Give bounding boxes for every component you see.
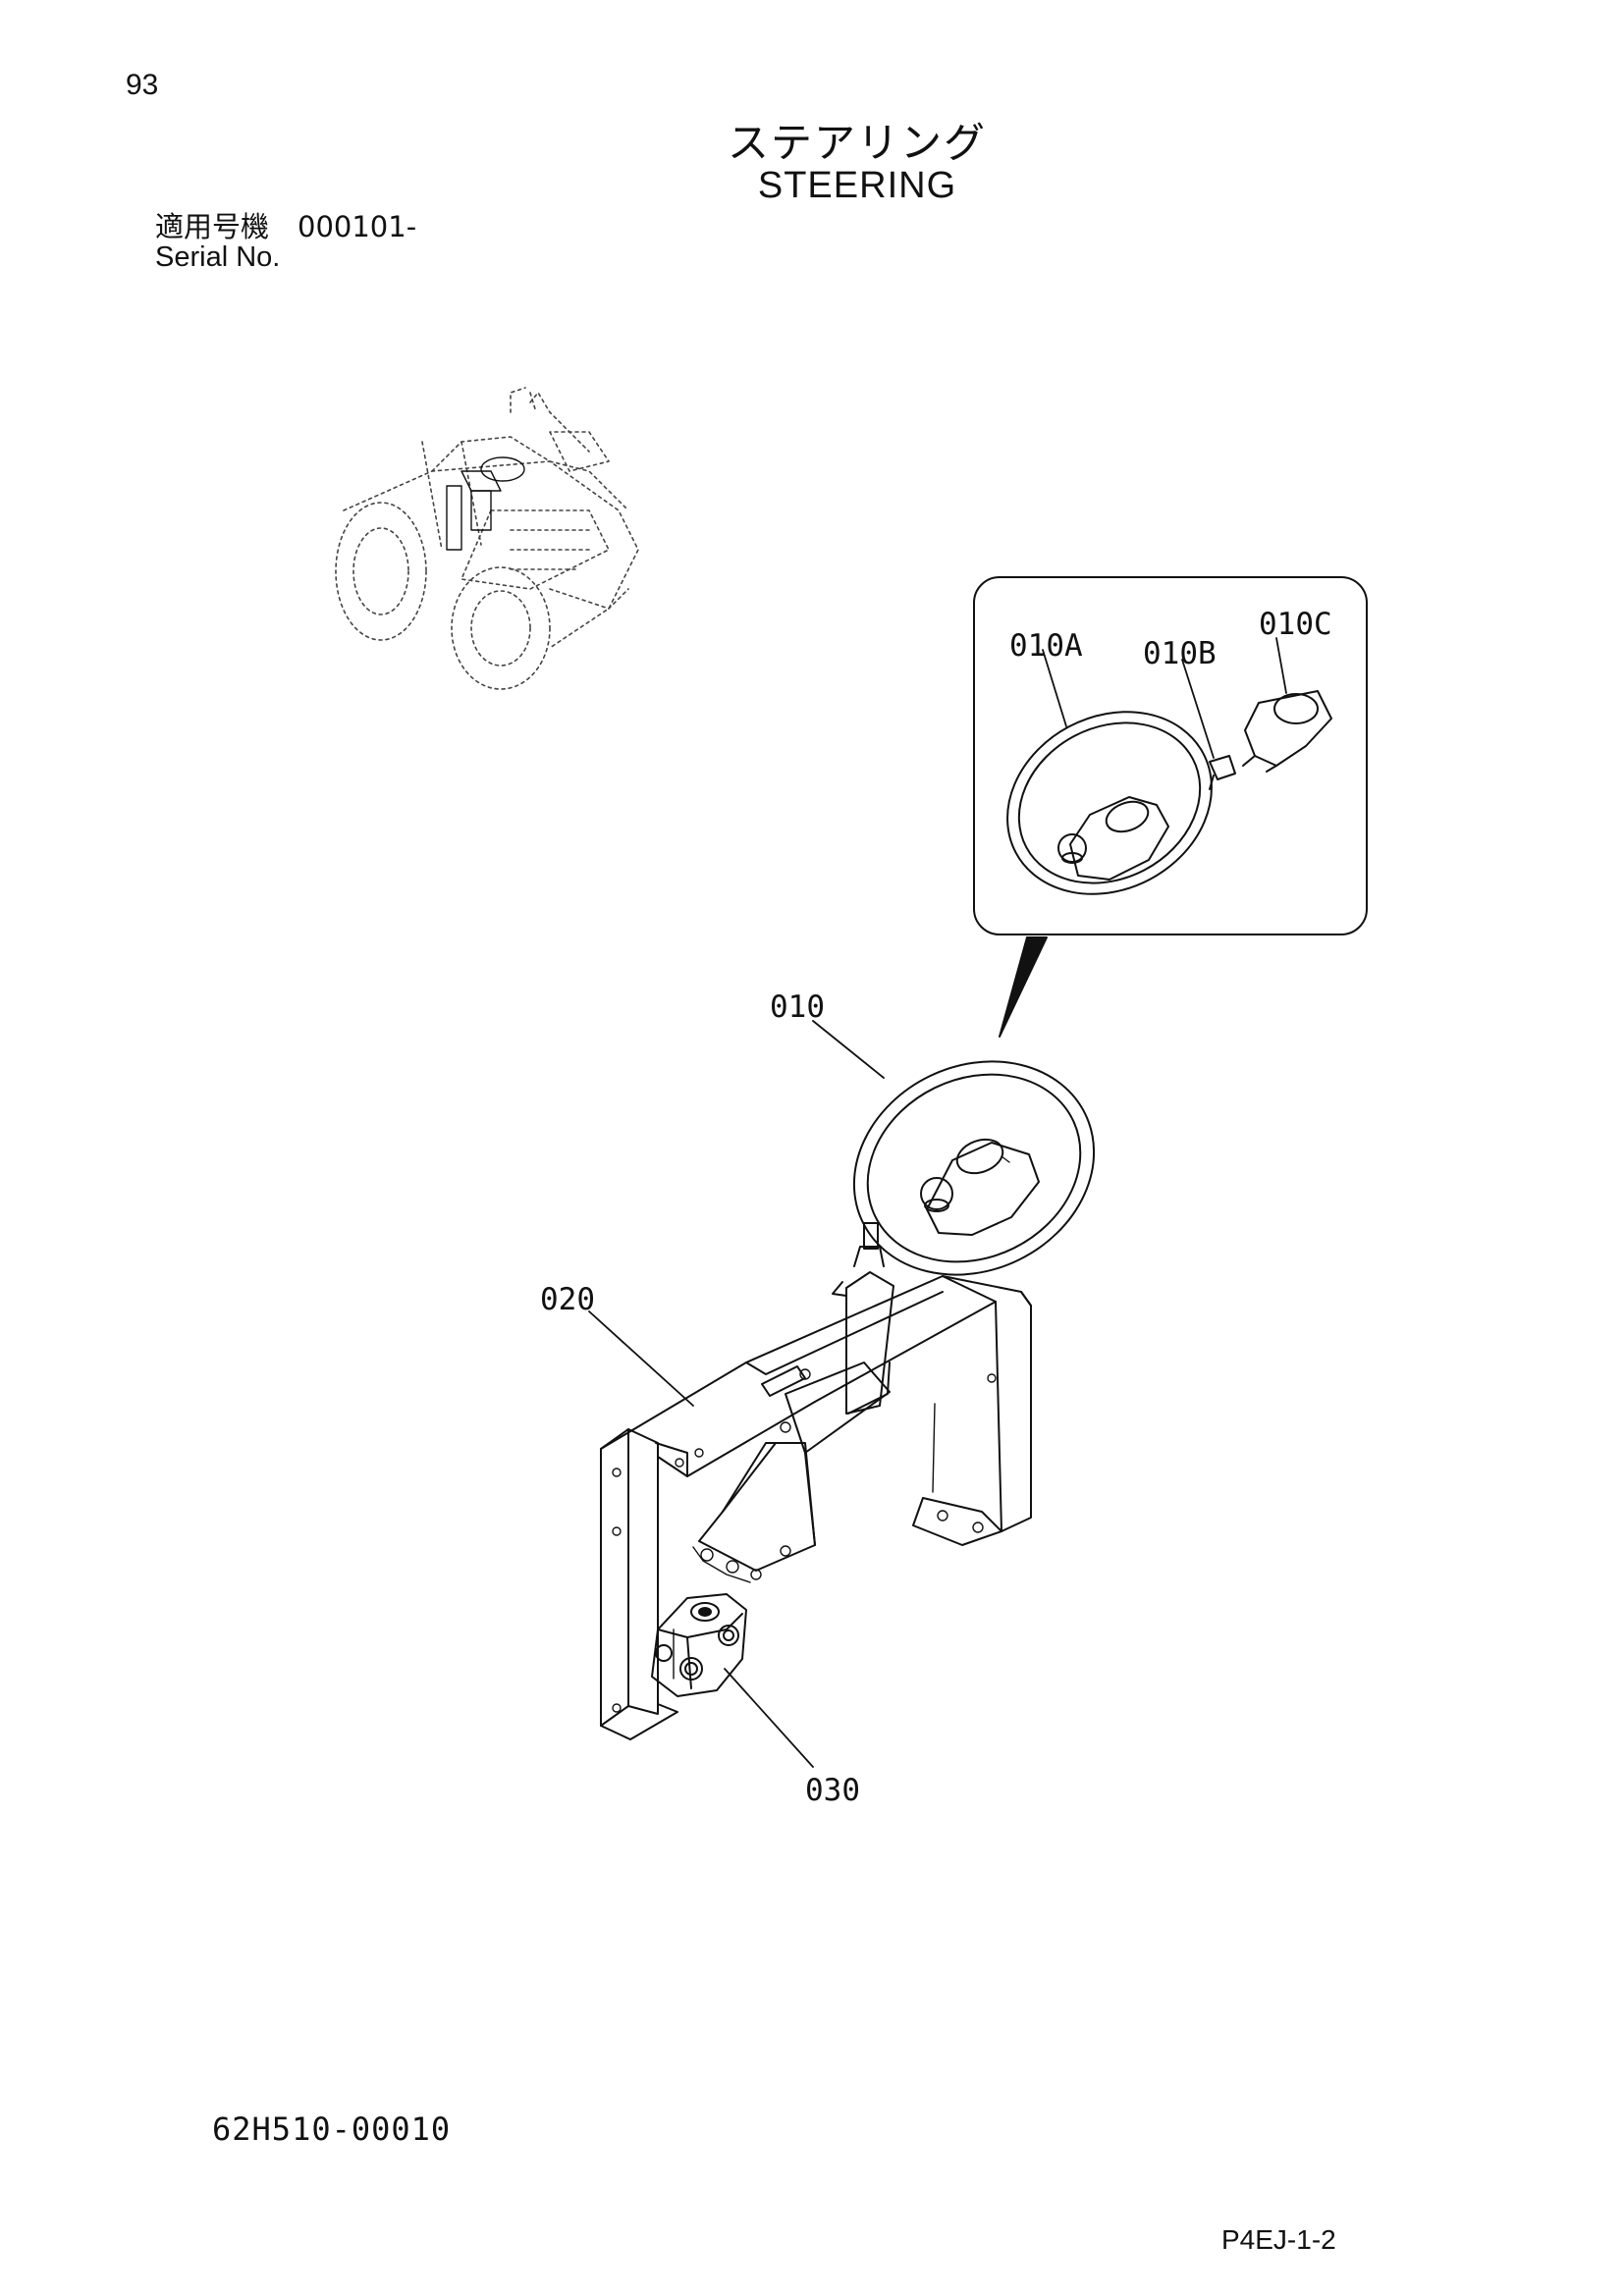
callout-030: 030 — [805, 1773, 860, 1808]
callout-010: 010 — [770, 989, 825, 1025]
tractor-overview-illustration — [335, 387, 639, 690]
callout-020: 020 — [540, 1282, 595, 1317]
inset-steering-wheel-010A — [1006, 711, 1213, 895]
inset-part-010C — [1242, 690, 1332, 773]
detail-inset-box — [973, 576, 1368, 1038]
steering-wheel-010 — [852, 1060, 1096, 1276]
callout-010B: 010B — [1143, 636, 1217, 671]
leader-lines — [588, 637, 1287, 1768]
callout-010A: 010A — [1009, 628, 1083, 664]
inset-part-010B — [1209, 755, 1236, 790]
serial-number-japanese: 適用号機 000101- — [155, 210, 417, 243]
page-reference: P4EJ-1-2 — [1221, 2224, 1336, 2255]
page-number: 93 — [126, 69, 159, 101]
part-catalog-code: 62H510-00010 — [212, 2110, 452, 2148]
page-title: STEERING — [757, 165, 957, 206]
callout-010C: 010C — [1259, 607, 1332, 642]
serial-number-label: Serial No. — [155, 241, 281, 273]
steering-valve-030 — [651, 1593, 747, 1697]
steering-frame-020 — [600, 1222, 1032, 1740]
page-title-japanese: ステアリング — [727, 119, 987, 167]
tractor-highlight-steering — [446, 456, 525, 551]
